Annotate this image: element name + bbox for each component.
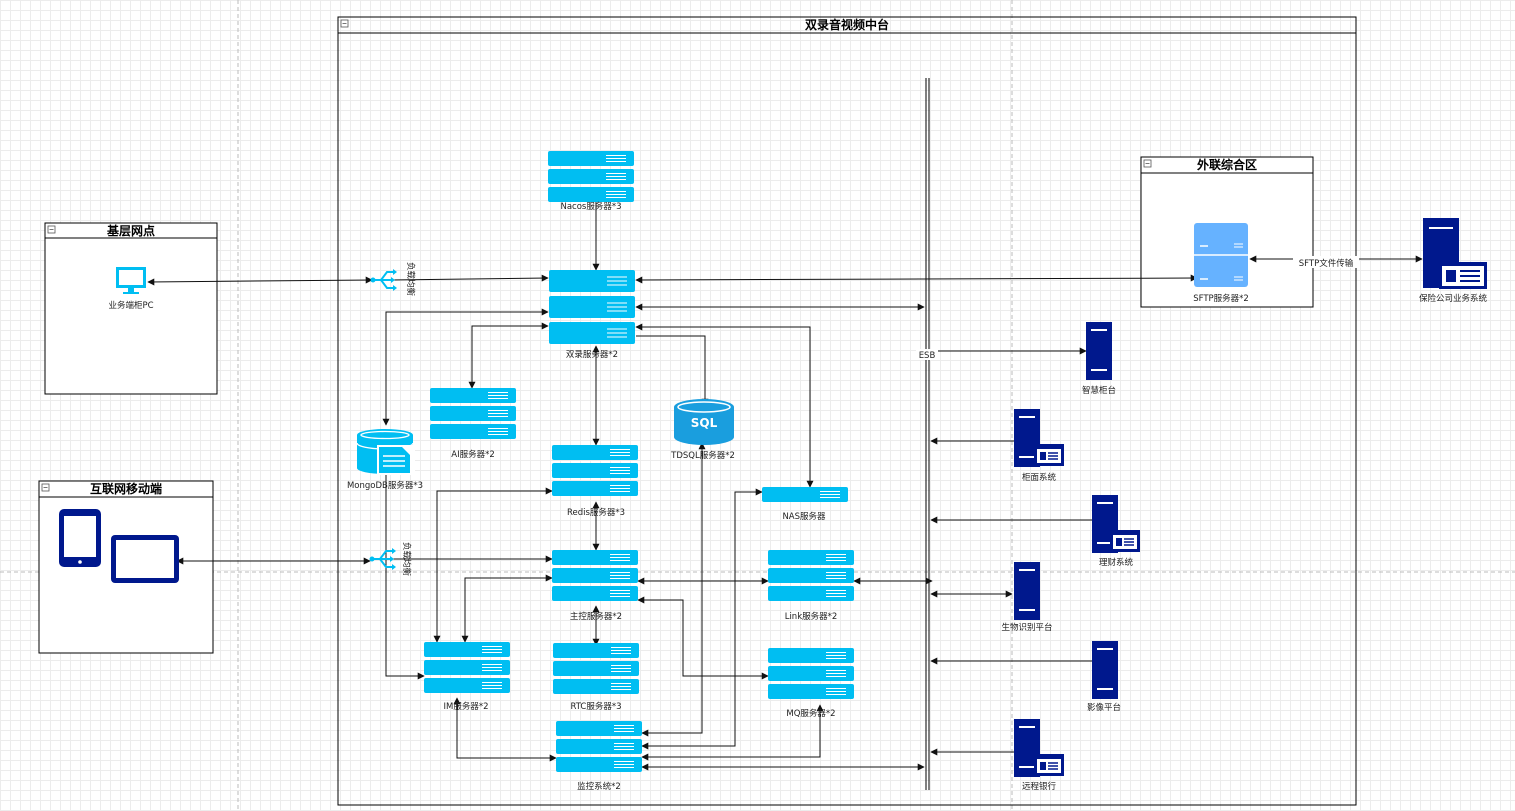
server-window-icon — [1013, 408, 1065, 468]
smart-counter-system[interactable]: 智慧柜台 — [1082, 321, 1116, 396]
smart-counter-label: 智慧柜台 — [1082, 385, 1116, 396]
rack-server-icon — [552, 445, 638, 496]
wealth-label: 理财系统 — [1099, 557, 1134, 568]
redis-label: Redis服务器*3 — [567, 507, 625, 518]
rack-server-icon — [430, 388, 516, 439]
rtc-server[interactable]: RTC服务器*3 — [553, 643, 639, 712]
redis-server[interactable]: Redis服务器*3 — [552, 445, 638, 518]
shuanglu-label: 双录服务器*2 — [566, 349, 618, 360]
esb-label: ESB — [919, 351, 936, 361]
rack-server-icon — [761, 486, 849, 503]
phone-icon — [59, 509, 101, 567]
rtc-label: RTC服务器*3 — [570, 701, 621, 712]
im-label: IM服务器*2 — [444, 701, 489, 712]
link-label: Link服务器*2 — [785, 611, 838, 622]
rack-server-icon — [548, 151, 634, 202]
esb-bus[interactable] — [925, 78, 930, 790]
tablet-icon — [111, 535, 179, 583]
load-balancer-icon — [368, 547, 397, 571]
svg-text:SQL: SQL — [691, 416, 718, 430]
master-server[interactable]: 主控服务器*2 — [552, 550, 638, 622]
sftp-transfer-label: SFTP文件传输 — [1299, 258, 1354, 269]
imaging-label: 影像平台 — [1087, 702, 1121, 713]
ai-label: AI服务器*2 — [451, 449, 494, 460]
monitor-icon — [116, 267, 146, 294]
server-window-icon — [1013, 718, 1065, 778]
rack-server-icon — [549, 270, 635, 344]
ai-server[interactable]: AI服务器*2 — [430, 388, 516, 460]
im-server[interactable]: IM服务器*2 — [424, 642, 510, 712]
insurer-system[interactable]: 保险公司业务系统 — [1419, 218, 1488, 304]
main-container[interactable]: 双录音视频中台 — [337, 16, 1357, 806]
load-balancer-bottom-label: 负载均衡 — [401, 542, 412, 577]
external-zone-title: 外联综合区 — [1197, 157, 1257, 172]
mq-server[interactable]: MQ服务器*2 — [768, 648, 854, 719]
connectors — [147, 197, 1423, 771]
monitor-system[interactable]: 监控系统*2 — [556, 721, 642, 792]
rack-server-icon — [553, 643, 639, 694]
mobile-title: 互联网移动端 — [90, 481, 162, 496]
document-database-icon — [356, 429, 415, 475]
imaging-platform[interactable]: 影像平台 — [1087, 640, 1121, 713]
mq-label: MQ服务器*2 — [786, 708, 835, 719]
counter-system-label: 柜面系统 — [1022, 472, 1057, 483]
rack-server-icon — [556, 721, 642, 772]
nacos-server[interactable]: Nacos服务器*3 — [548, 151, 634, 212]
server-window-icon — [1091, 494, 1141, 554]
master-label: 主控服务器*2 — [570, 611, 622, 622]
server-icon — [1194, 223, 1248, 287]
server-tower-icon — [1085, 321, 1113, 381]
load-balancer-bottom[interactable]: 负载均衡 — [368, 542, 413, 577]
insurer-label: 保险公司业务系统 — [1419, 293, 1488, 304]
rack-server-icon — [552, 550, 638, 601]
rack-server-icon — [768, 550, 854, 601]
server-tower-icon — [1013, 561, 1041, 621]
sql-database-icon: SQL — [674, 399, 734, 445]
link-server[interactable]: Link服务器*2 — [768, 550, 854, 622]
biometric-platform[interactable]: 生物识别平台 — [1001, 561, 1053, 633]
mongodb-label: MongoDB服务器*3 — [347, 480, 423, 491]
branch-title: 基层网点 — [106, 223, 155, 238]
nas-server[interactable]: NAS服务器 — [761, 486, 849, 522]
mongodb-server[interactable]: MongoDB服务器*3 — [347, 429, 423, 491]
remote-bank-label: 远程银行 — [1022, 781, 1057, 792]
main-container-title: 双录音视频中台 — [805, 17, 889, 32]
load-balancer-top[interactable]: 负载均衡 — [369, 262, 417, 297]
load-balancer-top-label: 负载均衡 — [405, 262, 416, 297]
mobile-devices[interactable] — [59, 509, 179, 583]
monitor-label: 监控系统*2 — [577, 781, 621, 792]
tdsql-server[interactable]: SQL TDSQL服务器*2 — [670, 399, 735, 461]
biometric-label: 生物识别平台 — [1001, 622, 1052, 633]
pc-node[interactable]: 业务端柜PC — [108, 267, 154, 311]
server-tower-icon — [1091, 640, 1119, 700]
tdsql-label: TDSQL服务器*2 — [670, 450, 735, 461]
pc-label: 业务端柜PC — [108, 300, 153, 311]
rack-server-icon — [424, 642, 510, 693]
shuanglu-server[interactable]: 双录服务器*2 — [549, 270, 635, 360]
remote-bank-system[interactable]: 远程银行 — [1013, 718, 1065, 792]
load-balancer-icon — [369, 268, 398, 292]
sftp-server[interactable]: SFTP服务器*2 — [1193, 223, 1249, 304]
counter-system[interactable]: 柜面系统 — [1013, 408, 1065, 483]
nacos-label: Nacos服务器*3 — [560, 201, 621, 212]
rack-server-icon — [768, 648, 854, 699]
server-window-icon — [1423, 218, 1487, 289]
nas-label: NAS服务器 — [782, 511, 826, 522]
sftp-transfer-label-box: SFTP文件传输 — [1293, 256, 1359, 269]
branch-container[interactable]: 基层网点 — [44, 222, 218, 395]
esb-label-box: ESB — [916, 349, 938, 361]
sftp-label: SFTP服务器*2 — [1193, 293, 1249, 304]
wealth-system[interactable]: 理财系统 — [1091, 494, 1141, 568]
